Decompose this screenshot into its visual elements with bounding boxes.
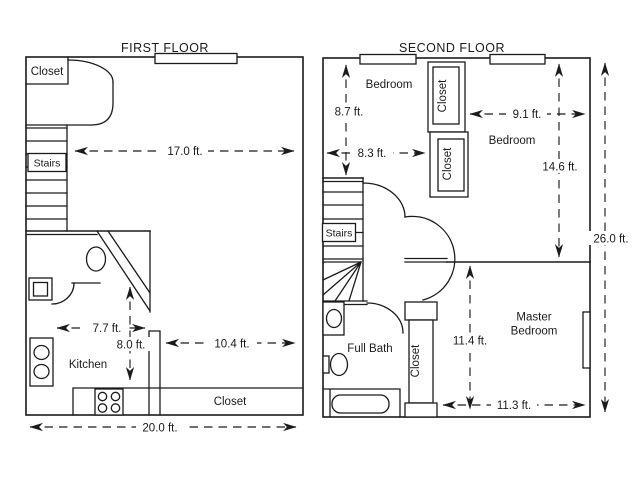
second-floor-plan: SECOND FLOOR Closet Closet Stairs — [321, 41, 635, 418]
bedroom-door-arc — [362, 182, 406, 218]
sink-basin-1 — [33, 344, 50, 361]
front-bedroom-label: Bedroom — [366, 79, 413, 91]
stove-burners — [97, 391, 121, 413]
dim-living-width: 17.0 ft. — [74, 143, 295, 158]
right-bedroom-label: Bedroom — [489, 135, 536, 147]
dim-label: 8.3 ft. — [358, 148, 387, 160]
back-closet-label: Closet — [214, 396, 247, 408]
toilet-tank — [322, 355, 330, 374]
entry-closet-walls — [25, 56, 69, 85]
bath-closet-inner — [408, 319, 434, 404]
bath-closet-bottom-cap — [404, 402, 438, 418]
entry-closet-label: Closet — [31, 66, 64, 78]
dim-master-width: 11.3 ft. — [442, 397, 586, 412]
dim-master-depth: 11.4 ft. — [447, 265, 493, 410]
first-floor-title: FIRST FLOOR — [121, 41, 209, 55]
upper-closet-inner — [432, 66, 460, 125]
bedroom-window-1 — [359, 53, 417, 65]
stairs-label: Stairs — [326, 228, 353, 240]
kitchen-counter-and-closet-wall — [72, 387, 304, 416]
master-door-leaf — [404, 257, 448, 263]
dim-label-bg — [506, 106, 547, 121]
dim-front-bedroom-width: 8.3 ft. — [326, 145, 426, 160]
dim-label-bg — [136, 420, 185, 434]
dim-label-bg — [447, 333, 493, 347]
dim-label: 8.0 ft. — [117, 340, 146, 352]
lower-closet-inner — [437, 138, 465, 192]
dim-kitchen-width: 7.7 ft. — [56, 320, 146, 335]
master-door-arc — [404, 215, 456, 301]
dim-label-bg — [111, 337, 151, 351]
first-floor-stairs: Stairs — [25, 124, 68, 232]
bath-sink-counter — [322, 301, 345, 336]
kitchen-label: Kitchen — [69, 359, 107, 371]
stairs-label: Stairs — [34, 158, 61, 170]
kitchen: Kitchen — [29, 330, 304, 416]
bathtub — [331, 394, 390, 414]
first-floor-outline — [25, 56, 304, 416]
stairs-label-box — [321, 222, 357, 243]
master-bedroom-label-line1: Master — [516, 312, 551, 324]
dim-label: 20.0 ft. — [142, 423, 177, 435]
full-bath: Full Bath — [322, 300, 404, 418]
dim-label: 11.4 ft. — [453, 336, 487, 348]
bath-closet-top-cap — [404, 301, 438, 321]
dim-kitchen-depth: 8.0 ft. — [111, 286, 151, 381]
understair-slope-lines — [96, 230, 151, 312]
bath-closet: Closet — [404, 301, 438, 418]
bath-closet-label: Closet — [410, 344, 422, 377]
winder-treads — [322, 261, 362, 302]
full-bath-label: Full Bath — [347, 343, 392, 355]
dim-right-bedroom-width: 9.1 ft. — [469, 106, 586, 121]
dim-dining-width: 10.4 ft. — [165, 336, 296, 351]
dim-front-bedroom-depth: 8.7 ft. — [328, 64, 369, 176]
hall-closets: Closet Closet — [427, 61, 469, 198]
dim-label-bg — [351, 145, 393, 160]
bedroom-window-2 — [489, 53, 546, 65]
bath-north-wall — [322, 300, 368, 306]
dim-label: 9.1 ft. — [513, 109, 542, 121]
entry-closet: Closet — [25, 56, 114, 85]
lower-closet-label: Closet — [442, 147, 454, 180]
dim-label: 8.7 ft. — [335, 107, 364, 119]
bath-door-arc — [366, 302, 404, 334]
dim-overall-width: 20.0 ft. — [29, 420, 297, 435]
dim-upper-depth: 14.6 ft. — [537, 63, 583, 258]
master-bedroom-window — [582, 311, 591, 369]
first-floor-plan: FIRST FLOOR Closet Stairs — [25, 41, 304, 435]
dim-overall-depth: 26.0 ft. — [588, 62, 635, 413]
upper-closet-label: Closet — [437, 79, 449, 112]
second-floor-stairs: Stairs — [321, 177, 364, 302]
dim-label-bg — [537, 159, 583, 173]
dim-label: 10.4 ft. — [214, 339, 249, 351]
half-bath-door-arc — [51, 282, 75, 305]
toilet-bowl — [329, 352, 349, 377]
cabinet-inner — [32, 281, 49, 297]
second-floor-title: SECOND FLOOR — [399, 41, 505, 55]
dim-label: 11.3 ft. — [497, 400, 531, 412]
master-bedroom-label-line2: Bedroom — [511, 326, 558, 338]
dim-label-bg — [161, 143, 208, 158]
tub-alcove-walls — [322, 388, 401, 418]
dim-label: 7.7 ft. — [93, 323, 122, 335]
half-bath — [25, 230, 151, 313]
dim-label: 14.6 ft. — [542, 162, 577, 174]
sink-basin-2 — [33, 363, 50, 380]
front-window — [154, 52, 238, 65]
dim-label-bg — [86, 320, 128, 335]
dim-label-bg — [588, 231, 635, 245]
dim-label: 17.0 ft. — [167, 146, 202, 158]
dim-label-bg — [491, 397, 537, 412]
understair-storage — [25, 81, 114, 126]
stair-treads — [25, 127, 68, 220]
toilet — [85, 246, 107, 272]
bath-sink-basin — [325, 308, 343, 329]
dim-label-bg — [208, 336, 257, 350]
dim-label: 26.0 ft. — [593, 234, 628, 246]
stairs-label-box — [27, 152, 67, 173]
entry-closet-door-arc — [67, 59, 114, 83]
kitchen-sink-counter — [29, 337, 54, 387]
dim-label-bg — [328, 104, 369, 118]
